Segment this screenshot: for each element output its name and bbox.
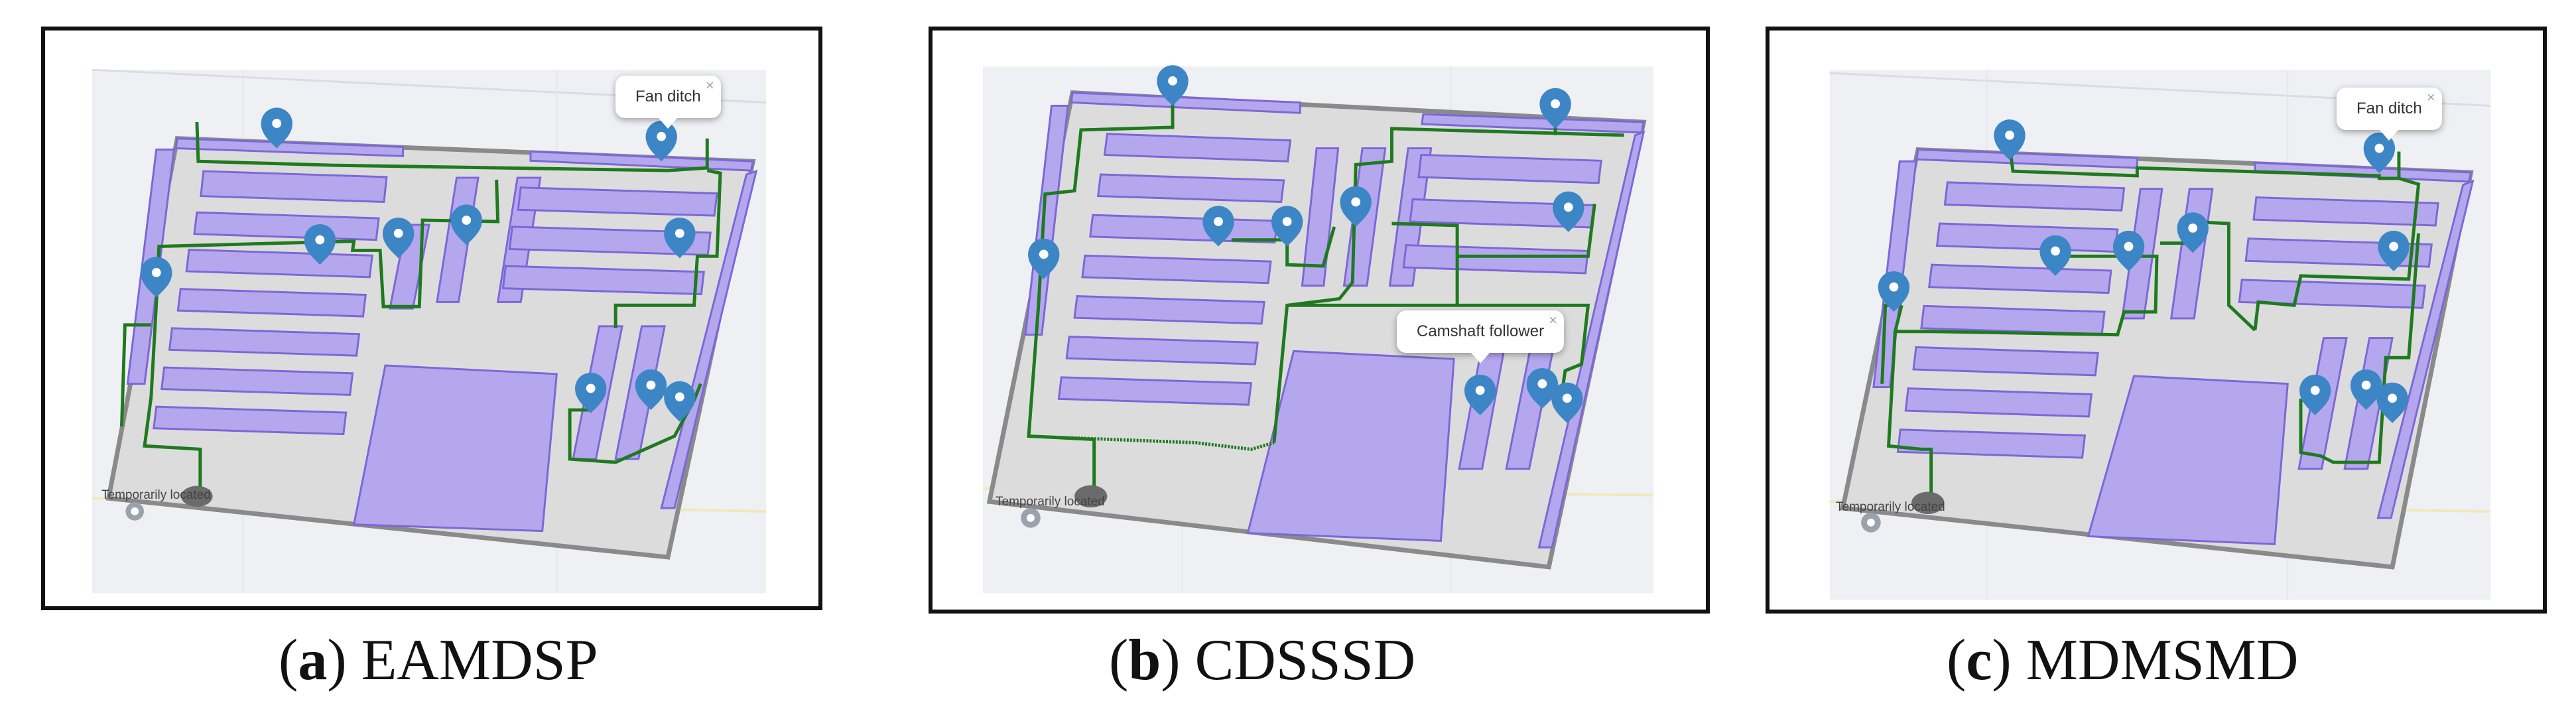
close-icon[interactable]: × [705,77,714,94]
route-path [119,323,151,426]
map-marker-icon[interactable] [2378,230,2410,272]
route-path [1287,222,1459,307]
caption-a: (a) EAMDSP [279,628,598,692]
route-path [2008,145,2401,180]
caption-title: MDMSMD [2026,628,2299,692]
marker-popup[interactable]: Camshaft follower × [1397,310,1565,363]
route-path [195,122,709,172]
start-point-icon[interactable] [181,486,213,507]
panel-c: Fan ditch × Temporarily located [1766,27,2547,614]
map-marker-icon[interactable] [2177,212,2209,253]
location-pin-icon [1861,513,1881,533]
caption-letter: b [1128,628,1161,692]
route-path [143,279,202,492]
caption-b: (b) CDSSSD [1109,628,1416,692]
map-marker-icon[interactable] [2112,230,2145,272]
caption-c: (c) MDMSMD [1947,628,2299,692]
panel-b: Camshaft follower × Temporarily located [929,27,1710,614]
map-marker-icon[interactable] [1028,238,1060,279]
route-path [1457,204,1596,258]
route-path [1231,226,1336,268]
close-icon[interactable]: × [1549,312,1558,328]
warehouse-map-c [1829,70,2491,600]
warehouse-map-b [982,65,1654,594]
start-point-label: Temporarily located [101,488,211,502]
caption-letter: c [1966,628,1992,692]
route-path [1893,254,2159,337]
panel-a: Fan ditch × Temporarily located [41,27,822,610]
warehouse-map-a [92,68,767,594]
map-marker-icon[interactable] [1526,368,1559,409]
route-path [1457,303,1590,403]
route-path [1886,331,1933,497]
caption-title: CDSSSD [1194,628,1416,692]
location-pin-icon [1021,508,1041,528]
map-marker-icon[interactable] [1340,186,1372,227]
popup-label: Fan ditch [635,88,701,105]
caption-title: EAMDSP [361,628,598,692]
map-marker-icon[interactable] [1553,191,1584,232]
map-marker-icon[interactable] [1994,119,2026,161]
markers [1028,65,1584,423]
close-icon[interactable]: × [2426,89,2435,105]
start-point-icon[interactable] [1911,491,1945,514]
marker-popup[interactable]: Fan ditch × [2337,88,2442,141]
start-point-label: Temporarily located [1836,500,1945,514]
route-path [2253,176,2421,331]
start-point-icon[interactable] [1074,485,1108,508]
location-pin-icon [125,502,144,521]
route-path [2299,233,2421,464]
map-marker-icon[interactable] [1157,65,1189,106]
start-point-label: Temporarily located [996,495,1105,509]
map-marker-icon[interactable] [2363,132,2396,174]
map-marker-icon[interactable] [1464,374,1496,416]
map-marker-icon[interactable] [1551,382,1583,423]
marker-popup[interactable]: Fan ditch × [615,76,721,129]
map-marker-icon[interactable] [1878,271,1910,312]
popup-label: Fan ditch [2356,99,2422,117]
route-path [613,168,722,328]
map-marker-icon[interactable] [635,369,667,411]
caption-letter: a [298,628,328,692]
popup-label: Camshaft follower [1417,322,1545,340]
shelves [1024,92,1645,549]
route-path [1028,434,1275,451]
